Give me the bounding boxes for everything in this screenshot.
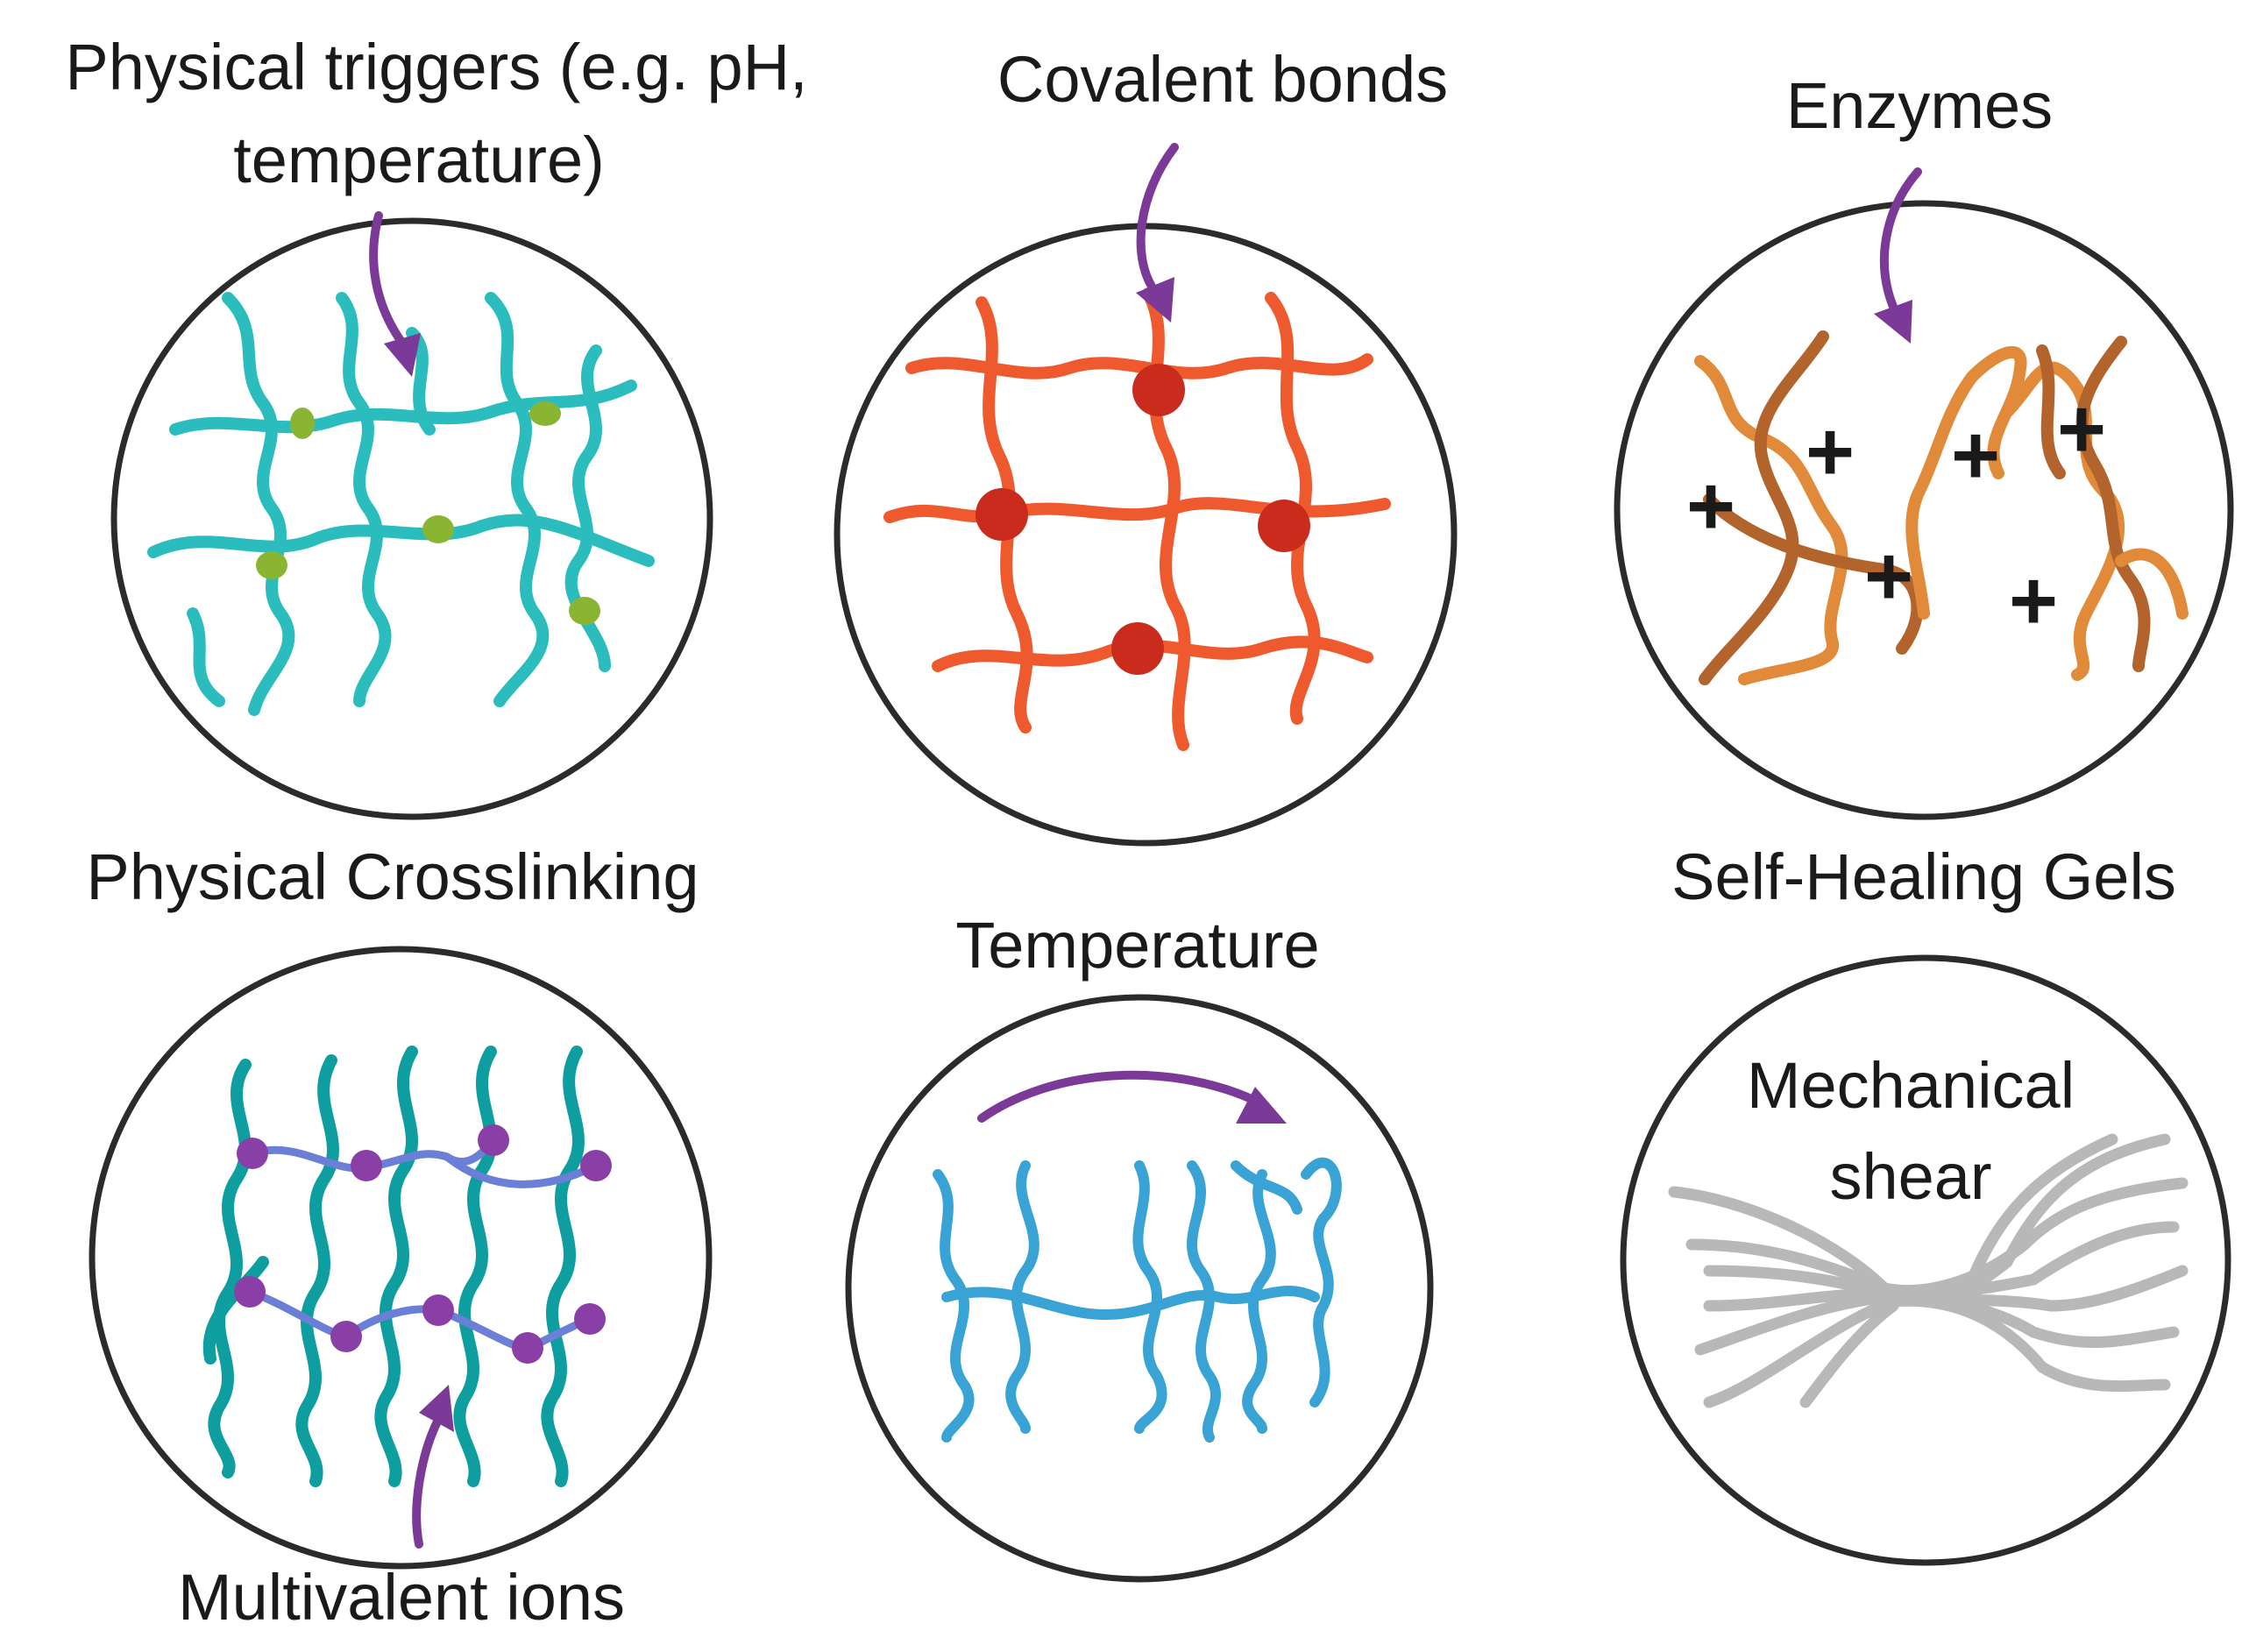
orange-polymer-chains — [1694, 330, 2189, 685]
plus-icon: + — [1864, 529, 1913, 623]
arrow-icon — [412, 1385, 454, 1549]
label-physical-triggers-line1: Physical triggers (e.g. pH, — [65, 31, 807, 103]
label-physical-triggers-line2: temperature) — [233, 124, 605, 196]
arrow-icon — [369, 211, 421, 377]
label-self-healing-gels: Self-Healing Gels — [1671, 840, 2176, 913]
panel-circle — [845, 994, 1434, 1583]
crosslink-node — [422, 515, 454, 543]
plus-icon: + — [1951, 408, 2000, 502]
ion-node — [422, 1294, 454, 1326]
plus-icon: + — [2009, 554, 2058, 648]
crosslink-node — [290, 408, 315, 439]
crosslink-node — [529, 401, 561, 426]
covalent-node — [976, 488, 1028, 541]
arrow-icon — [1874, 167, 1922, 344]
panel-multivalent-ions — [89, 946, 713, 1570]
panel-circle — [834, 223, 1458, 847]
plus-icon: + — [1686, 459, 1735, 553]
gray-fiber-bundle — [1668, 1133, 2189, 1408]
arrow-icon — [977, 1070, 1287, 1124]
ion-node — [234, 1276, 266, 1308]
green-crosslink-nodes — [256, 401, 600, 625]
label-physical-crosslinking: Physical Crosslinking — [86, 840, 699, 913]
panel-enzymes: + + + + + + — [1614, 167, 2234, 820]
crosslink-node — [569, 597, 600, 625]
ion-node — [580, 1150, 612, 1181]
label-enzymes: Enzymes — [1786, 69, 2053, 142]
ion-node — [351, 1150, 382, 1181]
panel-mechanical-shear — [1620, 954, 2231, 1566]
covalent-node — [1111, 622, 1164, 675]
purple-ion-nodes — [234, 1124, 612, 1364]
panel-circle — [110, 217, 713, 820]
teal-polymer-chains — [147, 292, 655, 716]
panel-circle — [1614, 200, 2234, 820]
label-multivalent-ions: Multivalent ions — [178, 1561, 625, 1634]
panel-temperature — [845, 994, 1434, 1583]
arrow-icon — [1136, 143, 1179, 323]
ion-node — [512, 1332, 543, 1364]
covalent-node — [1258, 500, 1310, 552]
covalent-node — [1132, 364, 1185, 416]
ion-node — [478, 1124, 509, 1156]
panel-physical-triggers — [110, 211, 713, 820]
ion-node — [330, 1321, 362, 1352]
label-temperature: Temperature — [955, 909, 1319, 982]
plus-icon: + — [2057, 382, 2106, 476]
red-covalent-nodes — [976, 364, 1310, 675]
crosslink-node — [256, 551, 287, 579]
label-shear: shear — [1829, 1140, 1991, 1213]
panel-circle — [89, 946, 713, 1570]
label-covalent-bonds: Covalent bonds — [997, 43, 1448, 116]
panel-covalent-bonds — [834, 143, 1458, 847]
blue-ionic-links — [245, 1135, 600, 1354]
blue-polymer-chains — [933, 1157, 1342, 1443]
plus-icon: + — [1806, 405, 1855, 499]
ion-node — [574, 1303, 606, 1335]
label-mechanical: Mechanical — [1747, 1049, 2075, 1122]
plus-markers: + + + + + + — [1686, 382, 2106, 648]
dark-teal-polymer-chains — [202, 1046, 585, 1487]
panel-circle — [1620, 954, 2231, 1566]
red-polymer-network — [883, 287, 1391, 751]
ion-node — [237, 1138, 268, 1169]
